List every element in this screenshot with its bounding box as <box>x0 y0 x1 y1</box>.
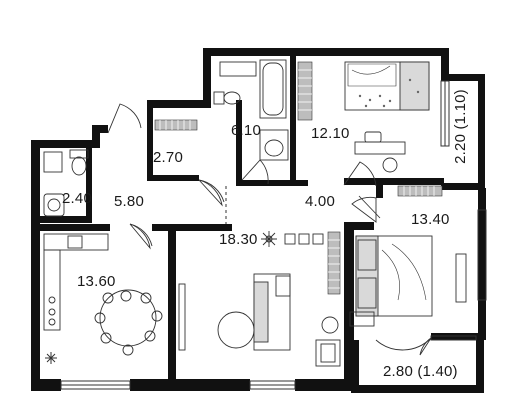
room-label-bathroom: 6.10 <box>231 122 261 139</box>
room-label-corridor: 4.00 <box>305 193 335 210</box>
living-room-furniture <box>178 233 341 367</box>
room-label-bedroom-1: 12.10 <box>311 125 350 142</box>
room-label-storage: 2.70 <box>153 149 183 166</box>
kitchen-furniture <box>43 233 163 356</box>
room-label-kitchen: 13.60 <box>77 273 116 290</box>
storage-shelves <box>154 61 443 295</box>
bedroom-1-furniture <box>344 61 430 173</box>
room-label-living-room: 18.30 <box>219 231 258 248</box>
room-label-bedroom-2: 13.40 <box>411 211 450 228</box>
room-label-balcony-2: 2.80 (1.40) <box>383 363 458 380</box>
room-label-wc: 2.40 <box>62 190 92 207</box>
room-label-balcony-1: 2.20 (1.10) <box>451 89 469 164</box>
room-label-hall: 5.80 <box>114 193 144 210</box>
snowflake-icon <box>45 352 57 364</box>
bathroom-fixtures <box>43 59 289 217</box>
doors <box>107 103 432 356</box>
windows <box>60 80 487 390</box>
walls <box>31 48 486 393</box>
plant-icon <box>261 231 277 247</box>
bedroom-2-furniture <box>349 235 467 327</box>
storage-hatching <box>159 69 435 289</box>
